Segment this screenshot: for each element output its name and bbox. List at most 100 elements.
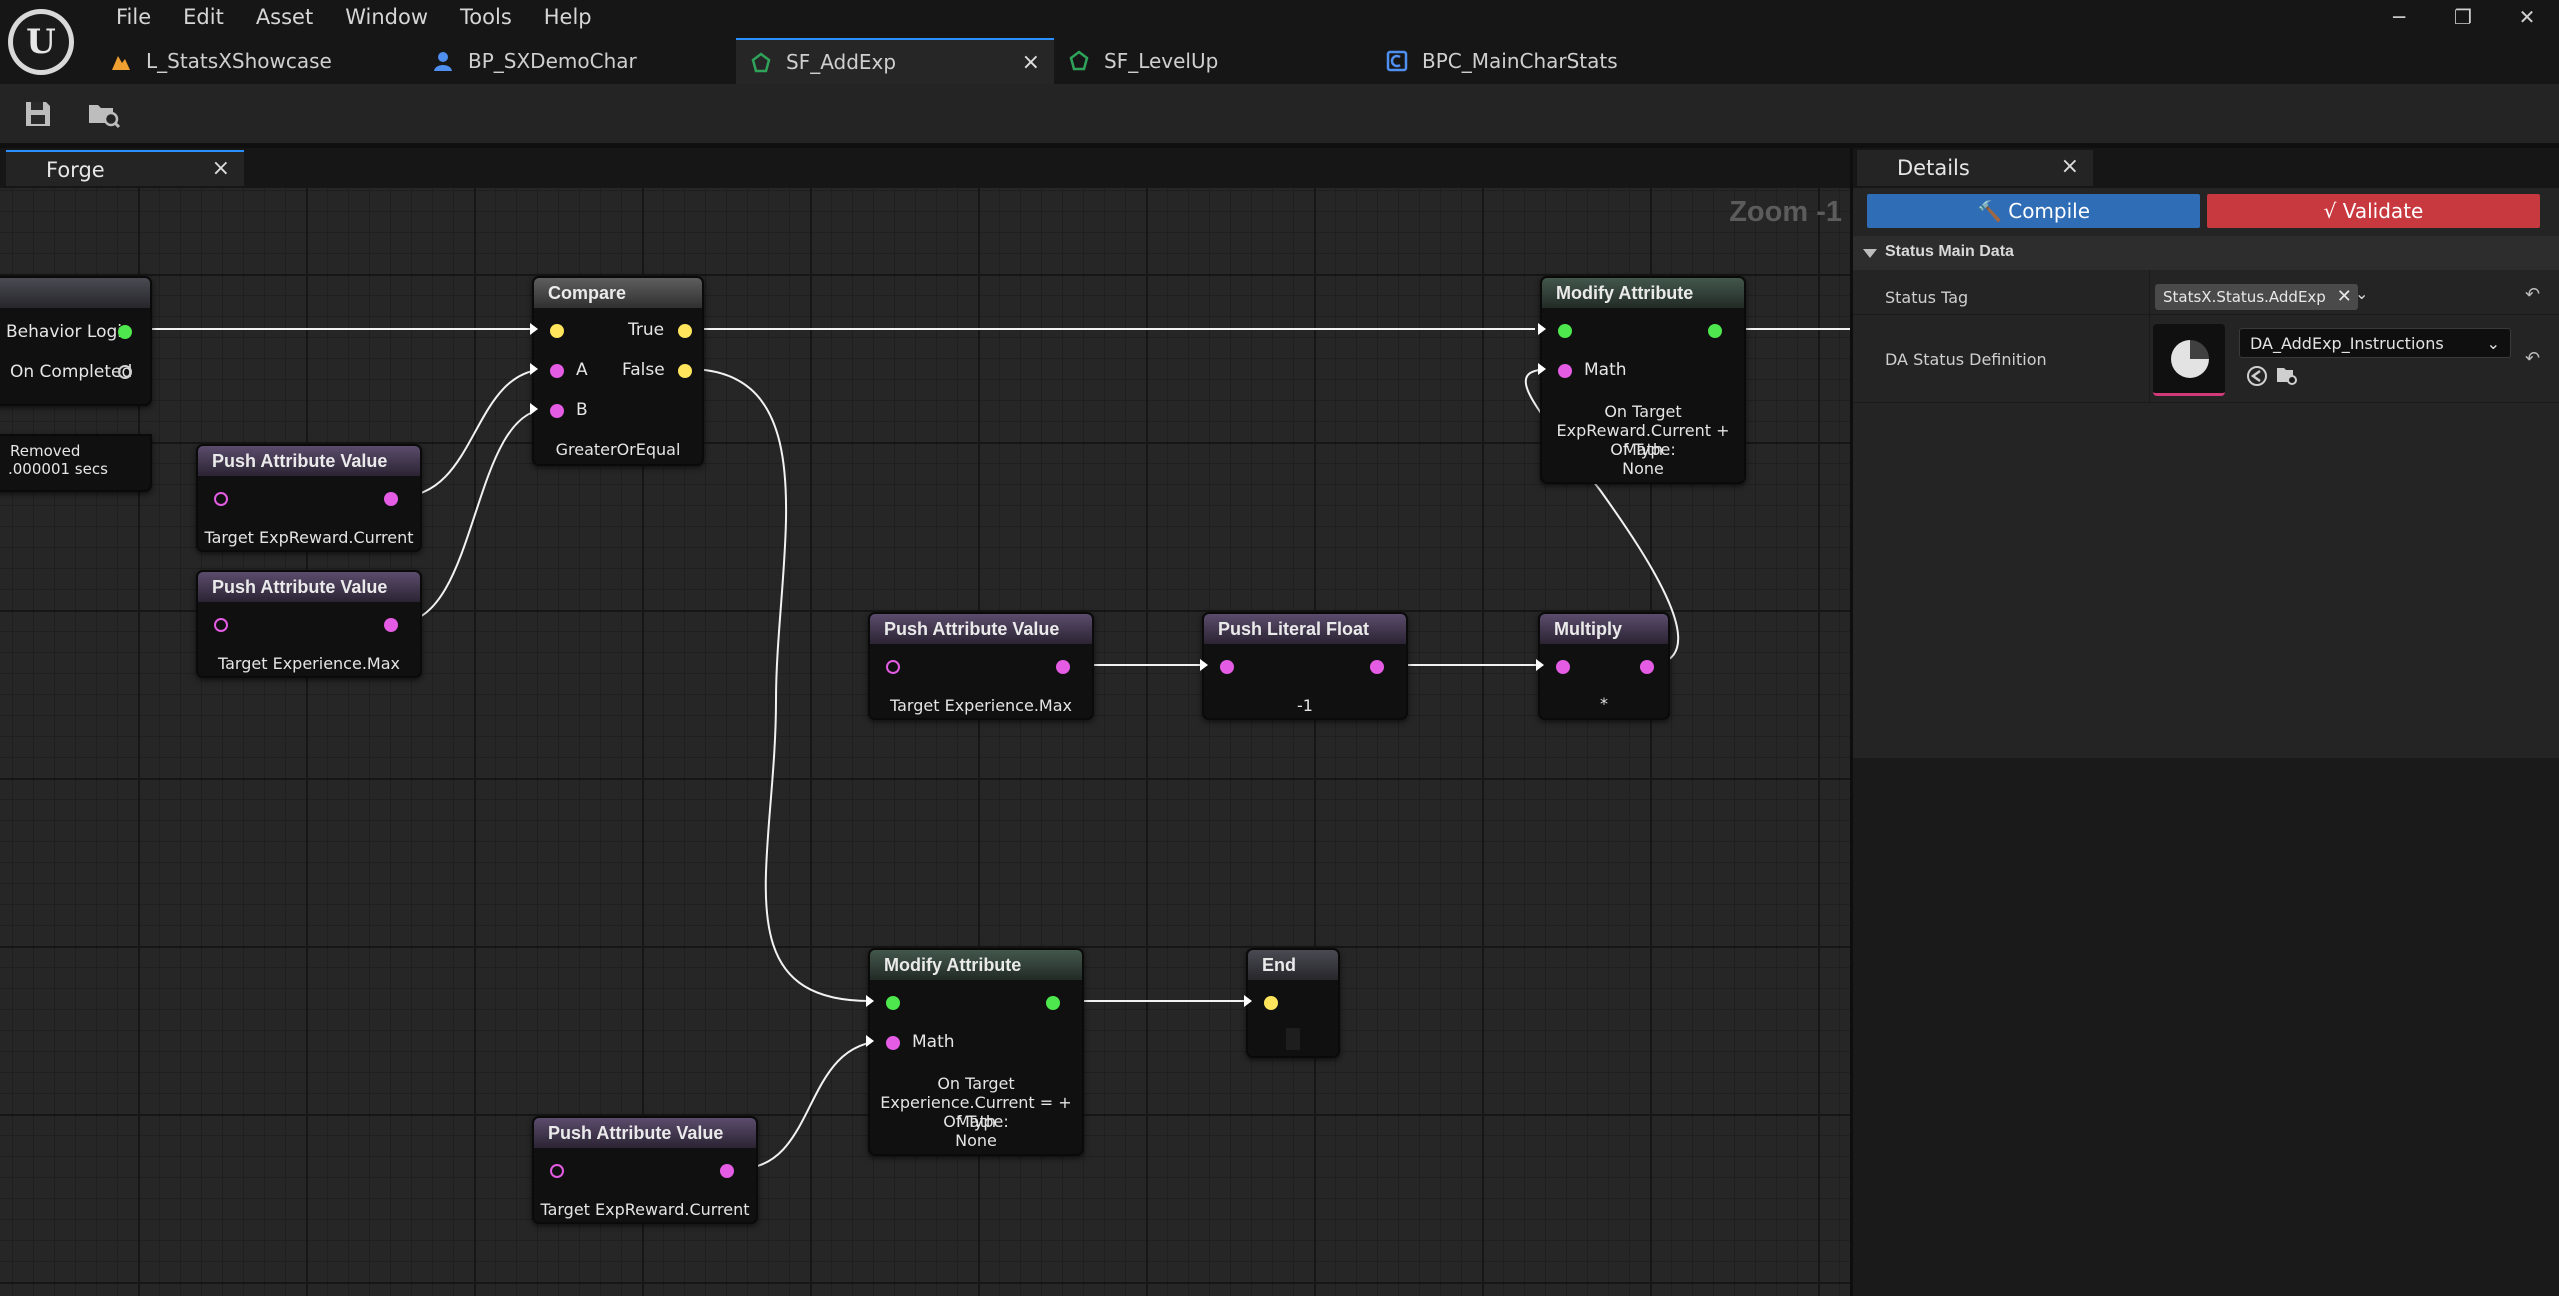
multiply-node[interactable]: Multiply * — [1538, 612, 1670, 720]
node-header — [0, 278, 150, 308]
exec-in-pin[interactable] — [886, 996, 900, 1010]
forge-tab-bar: Forge × — [0, 148, 1850, 188]
modify-attribute-node[interactable]: Modify Attribute Math On Target Experien… — [868, 948, 1084, 1156]
level-icon — [112, 56, 130, 70]
reset-da-definition-icon[interactable]: ↶ — [2525, 348, 2541, 369]
collapse-triangle-icon[interactable] — [1863, 249, 1877, 258]
value-out-pin[interactable] — [384, 492, 398, 506]
value-in-pin[interactable] — [1220, 660, 1234, 674]
exec-out-pin[interactable] — [118, 365, 132, 379]
push-attribute-value-node[interactable]: Push Attribute Value Target ExpReward.Cu… — [532, 1116, 758, 1224]
wire-arrow — [1244, 995, 1252, 1007]
remove-tag-icon[interactable]: ✕ — [2336, 286, 2352, 307]
tab-sf-addexp[interactable]: SF_AddExp × — [736, 38, 1054, 84]
value-out-pin[interactable] — [1640, 660, 1654, 674]
a-in-pin[interactable] — [550, 364, 564, 378]
push-attribute-value-node[interactable]: Push Attribute Value Target Experience.M… — [868, 612, 1094, 720]
b-in-pin[interactable] — [550, 404, 564, 418]
data-wire — [397, 368, 549, 498]
math-in-pin[interactable] — [886, 1036, 900, 1050]
unreal-logo-icon[interactable]: U — [8, 9, 74, 75]
exec-in-pin[interactable] — [886, 660, 900, 674]
forge-graph-canvas[interactable]: Zoom -1 Behavior Logic On Completed Remo… — [0, 188, 1850, 1296]
details-content — [1853, 188, 2559, 758]
wire-arrow — [1538, 323, 1546, 335]
exec-out-pin[interactable] — [1708, 324, 1722, 338]
value-out-pin[interactable] — [1056, 660, 1070, 674]
exec-out-pin[interactable] — [1046, 996, 1060, 1010]
compare-title: Compare — [534, 278, 702, 308]
status-tag-value: StatsX.Status.AddExp — [2163, 288, 2326, 306]
tab-label: BPC_MainCharStats — [1422, 49, 1618, 73]
exec-in-pin[interactable] — [214, 492, 228, 506]
tag-dropdown-icon[interactable]: ⌄ — [2355, 284, 2369, 303]
menu-window[interactable]: Window — [345, 5, 429, 29]
modify-line-2: Experience.Current = + Math — [880, 1093, 1072, 1131]
push-attribute-value-node[interactable]: Push Attribute Value Target ExpReward.Cu… — [196, 444, 422, 552]
value-out-pin[interactable] — [1370, 660, 1384, 674]
menu-tools[interactable]: Tools — [460, 5, 512, 29]
minimize-button[interactable]: ─ — [2392, 5, 2406, 29]
close-window-button[interactable]: ✕ — [2518, 5, 2536, 29]
node-title: Push Attribute Value — [534, 1118, 756, 1148]
math-in-pin[interactable] — [1558, 364, 1572, 378]
da-status-definition-select[interactable]: DA_AddExp_Instructions ⌄ — [2239, 328, 2511, 358]
use-selected-asset-icon[interactable] — [2245, 364, 2269, 388]
reset-status-tag-icon[interactable]: ↶ — [2525, 284, 2541, 305]
browse-icon — [89, 105, 121, 129]
menu-asset[interactable]: Asset — [255, 5, 314, 29]
row-divider — [1853, 314, 2559, 315]
true-out-pin[interactable] — [678, 324, 692, 338]
validate-button[interactable]: √ Validate — [2207, 194, 2540, 228]
node-title: Multiply — [1540, 614, 1668, 644]
removed-duration-text: .000001 secs — [8, 460, 108, 478]
browse-asset-icon[interactable] — [2275, 364, 2299, 388]
node-title: Push Literal Float — [1204, 614, 1406, 644]
tab-close-button[interactable]: × — [1021, 50, 1040, 75]
da-status-definition-label: DA Status Definition — [1885, 350, 2047, 369]
value-out-pin[interactable] — [384, 618, 398, 632]
forge-tab-close-button[interactable]: × — [211, 156, 230, 181]
graph-wires — [130, 328, 1850, 1170]
status-main-data-section[interactable]: Status Main Data — [1853, 236, 2559, 270]
tab-l-statsxshowcase[interactable]: L_StatsXShowcase — [96, 38, 418, 84]
push-attribute-value-node[interactable]: Push Attribute Value Target Experience.M… — [196, 570, 422, 678]
status-tag-chip[interactable]: StatsX.Status.AddExp ✕ — [2155, 284, 2358, 310]
menu-edit[interactable]: Edit — [183, 5, 224, 29]
wire-arrow — [866, 1035, 874, 1047]
exec-out-pin[interactable] — [118, 325, 132, 339]
exec-in-pin[interactable] — [550, 1164, 564, 1178]
wire-arrow — [530, 363, 538, 375]
end-slot — [1286, 1028, 1300, 1050]
browse-button[interactable] — [86, 96, 122, 132]
exec-in-pin[interactable] — [1264, 996, 1278, 1010]
asset-thumbnail[interactable] — [2153, 324, 2225, 396]
restore-button[interactable]: ❐ — [2454, 5, 2472, 29]
false-out-pin[interactable] — [678, 364, 692, 378]
push-literal-float-node[interactable]: Push Literal Float -1 — [1202, 612, 1408, 720]
behavior-logic-node[interactable]: Behavior Logic On Completed — [0, 276, 152, 406]
tab-details[interactable]: Details × — [1857, 150, 2093, 186]
component-icon — [1386, 50, 1408, 72]
tab-bpc-maincharstats[interactable]: BPC_MainCharStats — [1372, 38, 1672, 84]
tab-sf-levelup[interactable]: SF_LevelUp — [1054, 38, 1372, 84]
exec-in-pin[interactable] — [1558, 324, 1572, 338]
tab-label: BP_SXDemoChar — [468, 49, 637, 73]
wire-arrow — [530, 323, 538, 335]
menu-file[interactable]: File — [116, 5, 152, 29]
details-tab-close-button[interactable]: × — [2060, 154, 2079, 179]
end-node[interactable]: End — [1246, 948, 1340, 1058]
true-label: True — [628, 320, 665, 340]
compare-node[interactable]: Compare True A False B GreaterOrEqual — [532, 276, 704, 466]
modify-attribute-node[interactable]: Modify Attribute Math On Target ExpRewar… — [1540, 276, 1746, 484]
exec-in-pin[interactable] — [214, 618, 228, 632]
exec-in-pin[interactable] — [550, 324, 564, 338]
save-button[interactable] — [20, 96, 56, 132]
window-controls: ─ ❐ ✕ — [2367, 0, 2559, 34]
tab-bp-sxdemochar[interactable]: BP_SXDemoChar — [418, 38, 736, 84]
menu-help[interactable]: Help — [543, 5, 592, 29]
tab-forge[interactable]: Forge × — [6, 150, 244, 186]
compile-button[interactable]: 🔨 Compile — [1867, 194, 2200, 228]
value-out-pin[interactable] — [720, 1164, 734, 1178]
value-in-pin[interactable] — [1556, 660, 1570, 674]
